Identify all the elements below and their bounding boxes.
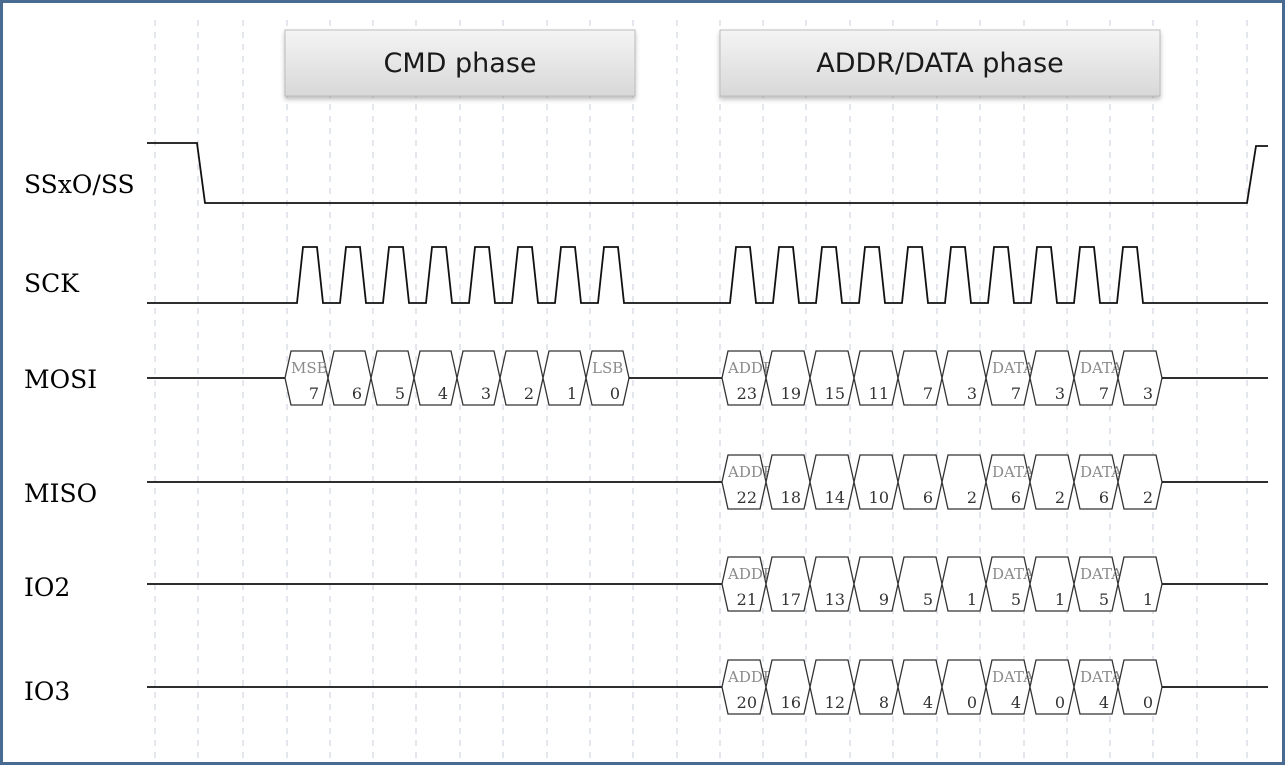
io3-cell-bit: 4 — [923, 693, 933, 712]
io2-cell-bit: 5 — [923, 590, 933, 609]
io3-cell-bit: 16 — [781, 693, 801, 712]
io2-cell-bit: 9 — [879, 590, 889, 609]
mosi-cmd-cell — [327, 350, 372, 406]
io3-cell — [1029, 659, 1075, 715]
sck-trace — [147, 246, 1268, 304]
mosi-cell — [897, 350, 943, 406]
mosi-cell-bit: 7 — [923, 384, 933, 403]
miso-cell-top-label: ADDR — [727, 463, 775, 481]
miso-cell-bit: 6 — [1099, 488, 1109, 507]
mosi-cmd-cell-bit: 5 — [395, 384, 405, 403]
io2-cell-bit: 5 — [1011, 590, 1021, 609]
mosi-cell-bit: 11 — [869, 384, 889, 403]
io2-cell — [941, 556, 987, 612]
io3-cell-bit: 20 — [737, 693, 757, 712]
miso-cell-bit: 10 — [869, 488, 889, 507]
mosi-cmd-cell — [413, 350, 458, 406]
io2-cell — [897, 556, 943, 612]
miso-cell-bit: 2 — [1055, 488, 1065, 507]
io3-cell-bit: 12 — [825, 693, 845, 712]
io2-cell-bit: 21 — [737, 590, 757, 609]
signal-label-ss: SSxO/SS — [24, 170, 135, 199]
ss-waveform — [147, 142, 1268, 204]
mosi-cell-bit: 19 — [781, 384, 801, 403]
miso-cell-bit: 6 — [1011, 488, 1021, 507]
addr-data-phase-label: ADDR/DATA phase — [816, 48, 1064, 79]
mosi-cell — [941, 350, 987, 406]
io3-cell-bit: 0 — [967, 693, 977, 712]
mosi-cell-bit: 23 — [737, 384, 757, 403]
sck-waveform — [147, 246, 1268, 304]
mosi-cmd-cell-top-label: MSB — [291, 359, 328, 377]
miso-cell-bit: 22 — [737, 488, 757, 507]
miso-cell — [1117, 454, 1163, 510]
signal-label-io2: IO2 — [24, 573, 70, 602]
mosi-cmd-cell-bit: 7 — [309, 384, 319, 403]
signal-label-io3: IO3 — [24, 677, 70, 706]
io3-cell-bit: 0 — [1055, 693, 1065, 712]
io3-cell — [897, 659, 943, 715]
io2-cell — [853, 556, 899, 612]
miso-cell-bit: 2 — [1143, 488, 1153, 507]
cmd-phase-box: CMD phase — [284, 29, 636, 97]
mosi-cmd-cell-bit: 3 — [481, 384, 491, 403]
io3-cell-bit: 4 — [1099, 693, 1109, 712]
miso-cell-bit: 18 — [781, 488, 801, 507]
io2-cell-bit: 1 — [967, 590, 977, 609]
miso-cell-bit: 14 — [825, 488, 845, 507]
mosi-cell-top-label: ADDR — [727, 359, 775, 377]
io2-cell-bit: 1 — [1055, 590, 1065, 609]
mosi-cmd-cell — [499, 350, 544, 406]
io3-cell-bit: 8 — [879, 693, 889, 712]
io2-cell-bit: 13 — [825, 590, 845, 609]
signal-label-miso: MISO — [24, 479, 97, 508]
mosi-cell-bit: 7 — [1011, 384, 1021, 403]
addr-data-phase-box: ADDR/DATA phase — [719, 29, 1161, 97]
io3-cell — [853, 659, 899, 715]
miso-cell-bit: 2 — [967, 488, 977, 507]
mosi-cmd-cell-bit: 2 — [524, 384, 534, 403]
mosi-cmd-lane: MSB 7 6 5 4 3 2 1 LSB 0 — [147, 350, 722, 406]
mosi-cmd-cell-bit: 1 — [567, 384, 577, 403]
mosi-cell-bit: 3 — [1143, 384, 1153, 403]
io2-cell-bit: 5 — [1099, 590, 1109, 609]
signal-label-sck: SCK — [24, 269, 80, 298]
mosi-cmd-cell-bit: 0 — [610, 384, 620, 403]
mosi-cmd-cell — [456, 350, 501, 406]
io3-cell — [1117, 659, 1163, 715]
miso-cell — [1029, 454, 1075, 510]
miso-cell — [897, 454, 943, 510]
timing-grid — [154, 20, 1248, 760]
cmd-phase-label: CMD phase — [384, 48, 537, 79]
mosi-cmd-cell — [542, 350, 587, 406]
miso-cell-bit: 6 — [923, 488, 933, 507]
io3-cell-bit: 4 — [1011, 693, 1021, 712]
mosi-cell — [1117, 350, 1163, 406]
miso-cell — [941, 454, 987, 510]
io2-cell — [1029, 556, 1075, 612]
mosi-cmd-cell-top-label: LSB — [592, 359, 623, 377]
io2-cell-bit: 1 — [1143, 590, 1153, 609]
io3-cell — [941, 659, 987, 715]
mosi-cell-bit: 15 — [825, 384, 845, 403]
io2-cell — [1117, 556, 1163, 612]
mosi-cell-bit: 7 — [1099, 384, 1109, 403]
io3-cell-bit: 0 — [1143, 693, 1153, 712]
mosi-cell — [1029, 350, 1075, 406]
io2-cell-top-label: ADDR — [727, 565, 775, 583]
mosi-cell-bit: 3 — [967, 384, 977, 403]
mosi-cmd-cell-bit: 4 — [438, 384, 448, 403]
mosi-cmd-cell-bit: 6 — [352, 384, 362, 403]
io2-cell-bit: 17 — [781, 590, 801, 609]
mosi-cell-bit: 3 — [1055, 384, 1065, 403]
signal-label-mosi: MOSI — [24, 365, 97, 394]
io3-cell-top-label: ADDR — [727, 668, 775, 686]
mosi-cmd-cell — [370, 350, 415, 406]
